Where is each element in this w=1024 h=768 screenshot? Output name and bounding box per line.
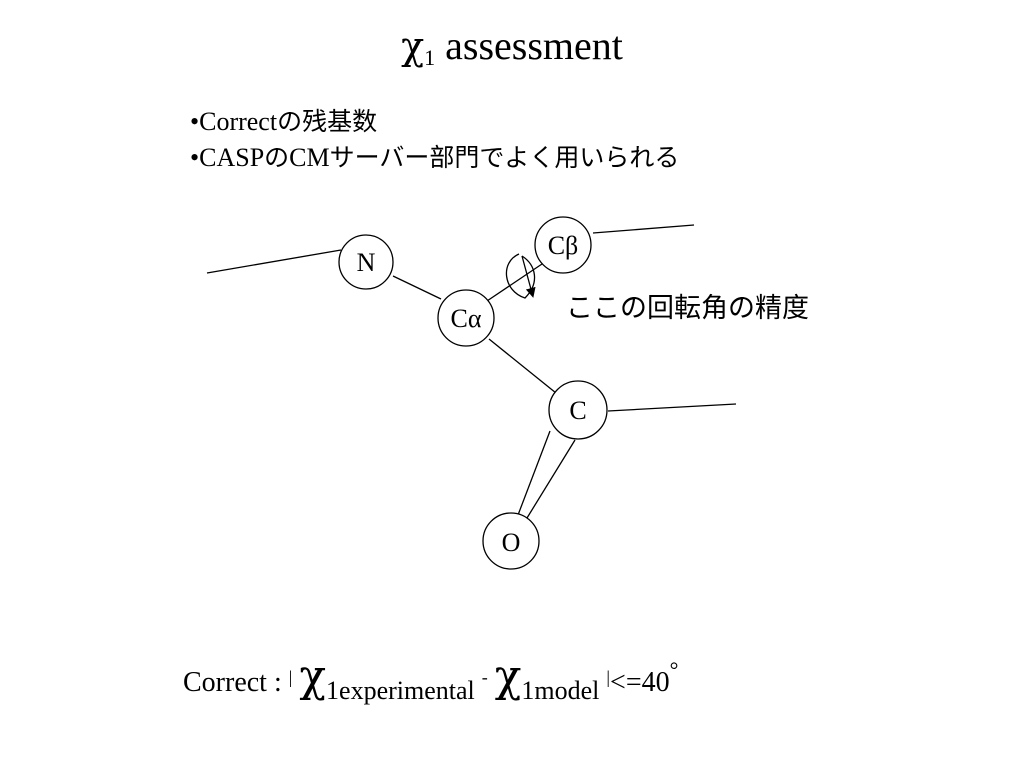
atom-label-ca: Cα: [451, 304, 482, 333]
bond-left-n: [206, 249, 342, 274]
formula-sub-model: 1model: [521, 676, 600, 705]
bullet-japanese-text-2: サーバー部門でよく用いられる: [329, 143, 680, 172]
atom-node-o: O: [482, 512, 540, 570]
bond-c-o-2: [526, 439, 576, 519]
bullet-list: •Correctの残基数 •CASPのCMサーバー部門でよく用いられる: [190, 104, 679, 176]
formula-threshold: <=40: [610, 667, 670, 698]
formula-chi-model: χ: [494, 651, 522, 702]
title-text: assessment: [445, 23, 623, 68]
atom-node-c: C: [548, 380, 608, 440]
formula-minus: -: [481, 667, 488, 687]
atom-label-o: O: [502, 528, 521, 557]
bond-n-ca: [392, 275, 442, 300]
rotation-arrow-tail-icon: [521, 255, 536, 298]
rotation-arrow-icon: [505, 253, 536, 299]
bullet-marker: •: [190, 143, 200, 172]
title-subscript: 1: [424, 45, 436, 70]
slide-title: χ1 assessment: [0, 18, 1024, 86]
bond-cb-right: [592, 224, 695, 234]
bullet-latin-text: CASP: [199, 143, 265, 172]
title-chi-symbol: χ: [401, 24, 425, 68]
bullet-japanese-text: の残基数: [277, 107, 378, 136]
bullet-latin-text: Correct: [199, 107, 278, 136]
bullet-item-casp: •CASPのCMサーバー部門でよく用いられる: [190, 140, 679, 176]
atom-label-n: N: [357, 248, 376, 277]
formula-bar-open: |: [288, 667, 293, 687]
formula-chi-experimental: χ: [299, 651, 327, 702]
atom-node-n: N: [338, 234, 394, 290]
bond-c-right: [607, 403, 737, 412]
atom-label-c: C: [569, 396, 586, 425]
atom-node-cb: Cβ: [534, 216, 592, 274]
bullet-item-correct: •Correctの残基数: [190, 104, 679, 140]
correct-criterion-formula: Correct : | χ1experimental - χ1model |<=…: [183, 640, 678, 721]
atom-node-ca: Cα: [437, 289, 495, 347]
bond-c-o-1: [517, 430, 551, 516]
bullet-marker: •: [190, 107, 200, 136]
bullet-japanese-text: の: [264, 143, 290, 172]
rotation-annotation: ここの回転角の精度: [566, 293, 809, 324]
bond-ca-cb: [483, 263, 543, 304]
atom-label-cb: Cβ: [548, 231, 579, 260]
bullet-latin-text-2: CM: [289, 143, 330, 172]
formula-sub-experimental: 1experimental: [326, 676, 475, 705]
formula-prefix: Correct :: [183, 667, 289, 698]
bond-ca-c: [488, 338, 557, 394]
formula-degree-symbol: °: [669, 657, 679, 682]
formula-bar-close: |: [606, 667, 611, 687]
